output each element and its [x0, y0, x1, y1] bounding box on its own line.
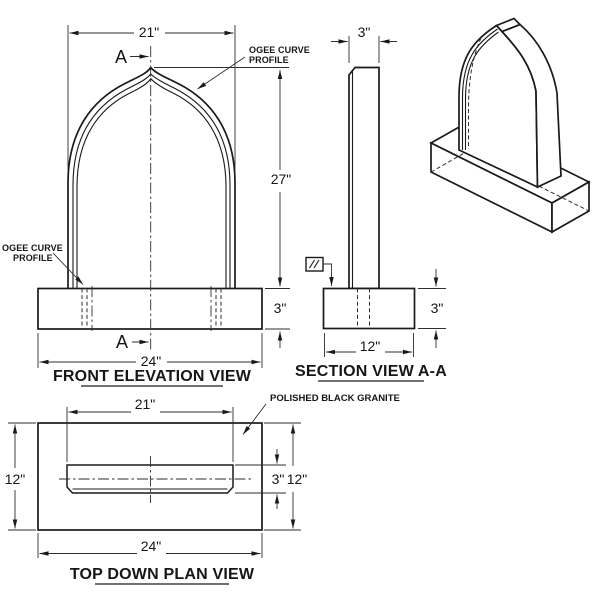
- plan-dim-slab-thickness-text: 3": [272, 471, 285, 487]
- front-dim-slab-height: 27": [154, 67, 292, 287]
- front-ogee-callout-top: OGEE CURVE PROFILE: [197, 45, 310, 90]
- ogee-callout-top-line1: OGEE CURVE: [249, 45, 310, 55]
- iso-slab-hidden-edge: [468, 37, 482, 149]
- plan-material-callout: POLISHED BLACK GRANITE: [242, 393, 400, 435]
- plan-dim-base-width: 24": [37, 533, 263, 558]
- plan-slab-footprint: [66, 464, 234, 494]
- front-dim-base-height: 3": [265, 288, 290, 348]
- isometric-view: [429, 17, 591, 234]
- front-section-marker-bottom: A: [116, 332, 149, 352]
- ogee-callout-top-line2: PROFILE: [249, 55, 289, 65]
- ogee-callout-left-leader: [52, 252, 84, 285]
- front-dim-base-width: 24": [37, 333, 263, 369]
- front-ogee-callout-left: OGEE CURVE PROFILE: [2, 243, 84, 285]
- top-down-plan-view: 21" POLISHED BLACK GRANITE 12" 3": [5, 393, 400, 585]
- front-dim-base-height-text: 3": [274, 300, 287, 316]
- front-dim-slab-width-text: 21": [139, 24, 160, 40]
- iso-arch-slab: [458, 17, 562, 189]
- plan-material-leader: [242, 403, 267, 435]
- ogee-callout-left-line1: OGEE CURVE: [2, 243, 63, 253]
- section-dim-base-height: 3": [418, 269, 446, 348]
- section-dim-base-width-text: 12": [360, 338, 381, 354]
- front-dim-base-width-text: 24": [141, 353, 162, 369]
- front-base-block: [37, 287, 263, 330]
- plan-dim-depth-left: 12": [5, 422, 36, 531]
- plan-dim-base-width-text: 24": [141, 538, 162, 554]
- plan-dim-slab-width-text: 21": [135, 396, 156, 412]
- front-elevation-title: FRONT ELEVATION VIEW: [53, 368, 252, 385]
- plan-dim-depth-right-text: 12": [287, 471, 308, 487]
- front-dim-slab-width: 21": [67, 24, 236, 175]
- section-view-aa: 3" 3" 12" SECTION VIEW A-A: [295, 24, 447, 382]
- plan-dim-slab-width: 21": [66, 396, 234, 462]
- section-finish-leader: [323, 263, 334, 286]
- front-elevation-view: 21" A 27" 3" A: [2, 24, 310, 387]
- plan-view-title: TOP DOWN PLAN VIEW: [70, 566, 255, 583]
- plan-dim-depth-right: 12": [264, 422, 308, 531]
- plan-dim-slab-thickness: 3": [235, 449, 286, 509]
- section-marker-a-top-text: A: [115, 47, 127, 67]
- section-dim-thickness-text: 3": [358, 24, 371, 40]
- front-base-hidden-lines: [81, 286, 222, 331]
- front-section-marker-top: A: [115, 47, 149, 67]
- ogee-callout-top-leader: [197, 56, 246, 90]
- section-slab: [348, 66, 380, 290]
- section-dim-base-height-text: 3": [431, 300, 444, 316]
- section-dim-base-width: 12": [324, 333, 414, 357]
- ogee-callout-left-line2: PROFILE: [13, 253, 53, 263]
- section-base-hidden-lines: [357, 288, 370, 329]
- section-dim-thickness: 3": [331, 24, 397, 63]
- plan-dim-depth-left-text: 12": [5, 471, 26, 487]
- plan-material-callout-text: POLISHED BLACK GRANITE: [270, 393, 400, 404]
- front-dim-slab-height-text: 27": [271, 171, 292, 187]
- section-view-title: SECTION VIEW A-A: [295, 363, 447, 380]
- section-finish-symbol: [305, 256, 334, 286]
- section-marker-a-bottom-text: A: [116, 332, 128, 352]
- front-arch-slab-outline: [67, 66, 236, 289]
